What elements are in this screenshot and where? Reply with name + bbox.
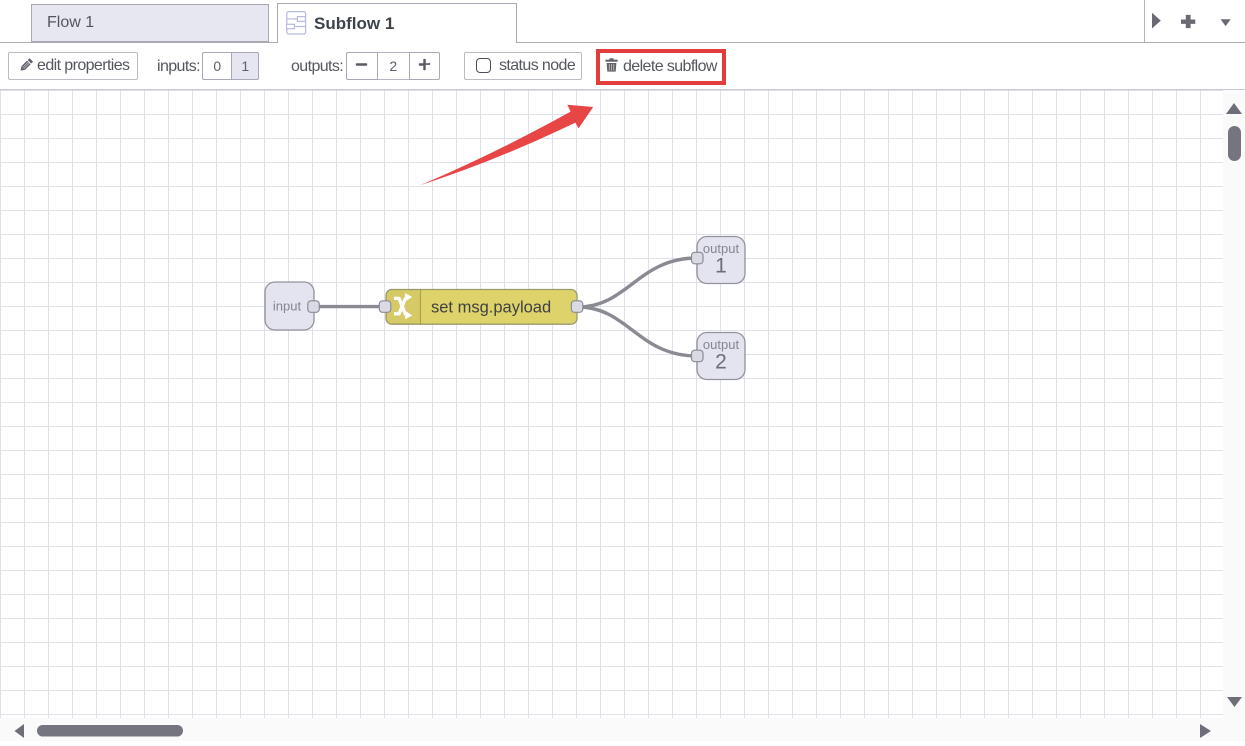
svg-text:input: input (273, 299, 302, 314)
svg-text:output: output (703, 337, 740, 352)
svg-text:set msg.payload: set msg.payload (431, 299, 551, 317)
svg-text:output: output (703, 241, 740, 256)
svg-text:2: 2 (715, 351, 727, 374)
svg-text:1: 1 (715, 255, 727, 278)
